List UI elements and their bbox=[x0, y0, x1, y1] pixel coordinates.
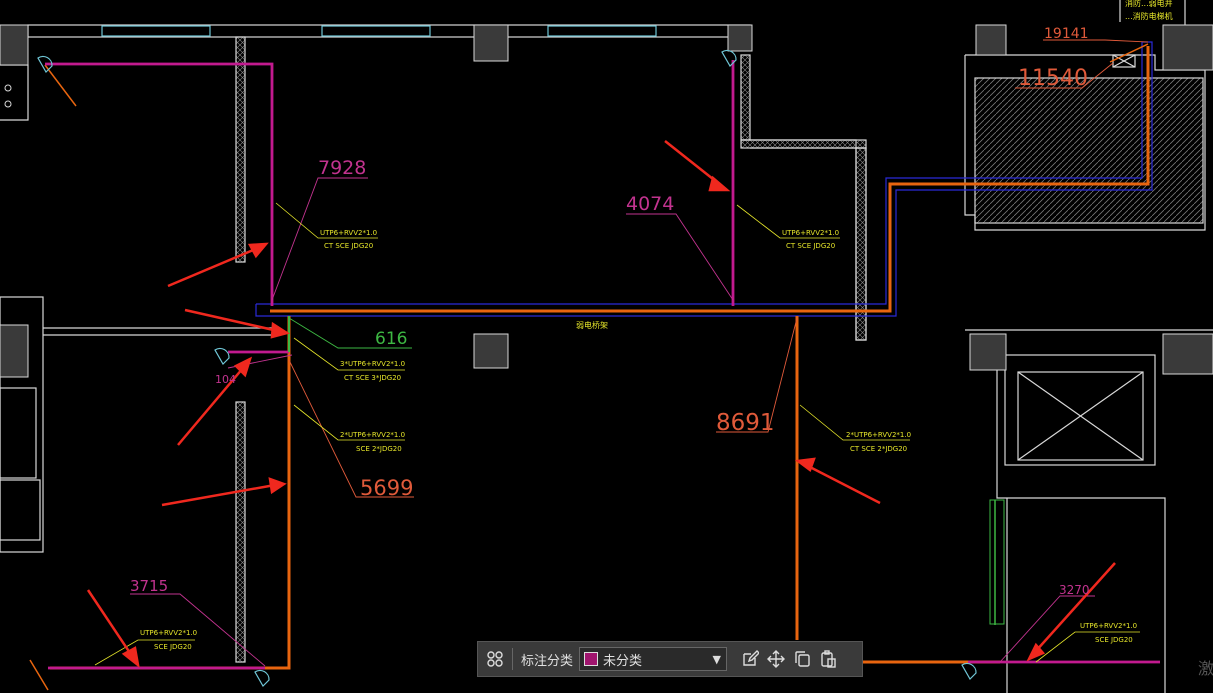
category-color-swatch bbox=[584, 652, 599, 666]
toolbar-separator bbox=[512, 648, 513, 670]
edit-icon[interactable] bbox=[737, 646, 763, 672]
annotation-category-label: 标注分类 bbox=[521, 653, 574, 669]
chevron-down-icon[interactable]: ▼ bbox=[712, 652, 722, 666]
cable-label-3b: CT SCE 3*JDG20 bbox=[344, 374, 401, 382]
cable-label-2b: CT SCE JDG20 bbox=[786, 242, 835, 250]
paste-icon[interactable] bbox=[815, 646, 841, 672]
move-icon[interactable] bbox=[763, 646, 789, 672]
cable-label-2a: UTP6+RVV2*1.0 bbox=[782, 229, 839, 237]
cable-label-6a: UTP6+RVV2*1.0 bbox=[140, 629, 197, 637]
cable-tray bbox=[255, 41, 1153, 317]
dim-5699: 5699 bbox=[360, 476, 413, 500]
magenta-cables bbox=[45, 60, 1160, 670]
dim-8691: 8691 bbox=[716, 410, 775, 436]
dim-11540: 11540 bbox=[1018, 66, 1088, 91]
dim-104: 104 bbox=[215, 373, 236, 386]
outlets bbox=[4, 84, 12, 108]
cable-label-7a: UTP6+RVV2*1.0 bbox=[1080, 622, 1137, 630]
cable-label-5a: 2*UTP6+RVV2*1.0 bbox=[846, 431, 911, 439]
cable-label-1a: UTP6+RVV2*1.0 bbox=[320, 229, 377, 237]
cable-label-6b: SCE JDG20 bbox=[154, 643, 192, 651]
category-dropdown[interactable]: 未分类 ▼ bbox=[579, 647, 728, 671]
dimension-values: 19141 11540 7928 4074 616 104 8691 5699 … bbox=[130, 26, 1090, 597]
dim-7928: 7928 bbox=[318, 157, 366, 179]
tray-label: 弱电桥架 bbox=[576, 320, 608, 330]
category-selected-value: 未分类 bbox=[603, 653, 643, 669]
annotation-arrows bbox=[86, 140, 1116, 669]
cable-label-3a: 3*UTP6+RVV2*1.0 bbox=[340, 360, 405, 368]
top-right-note-1: 消防...弱电井 bbox=[1125, 0, 1173, 8]
label-leaders bbox=[94, 202, 1140, 666]
watermark-text: 激 bbox=[1198, 659, 1213, 678]
dim-4074: 4074 bbox=[626, 193, 674, 215]
dim-616: 616 bbox=[375, 329, 407, 349]
cable-label-4a: 2*UTP6+RVV2*1.0 bbox=[340, 431, 405, 439]
leader-lines bbox=[130, 39, 1149, 667]
green-wall bbox=[989, 499, 1005, 625]
structural-columns bbox=[0, 24, 1213, 378]
copy-icon[interactable] bbox=[789, 646, 815, 672]
cable-label-5b: CT SCE 2*JDG20 bbox=[850, 445, 907, 453]
annotation-toolbar: 标注分类 未分类 ▼ bbox=[477, 641, 863, 677]
cable-spec-labels: UTP6+RVV2*1.0 CT SCE JDG20 UTP6+RVV2*1.0… bbox=[140, 0, 1173, 651]
cable-label-4b: SCE 2*JDG20 bbox=[356, 445, 402, 453]
grid-apps-icon[interactable] bbox=[482, 646, 508, 672]
dim-3270: 3270 bbox=[1059, 583, 1090, 597]
cable-label-7b: SCE JDG20 bbox=[1095, 636, 1133, 644]
cable-label-1b: CT SCE JDG20 bbox=[324, 242, 373, 250]
device-symbols bbox=[37, 49, 977, 687]
dim-3715: 3715 bbox=[130, 577, 168, 595]
dim-19141: 19141 bbox=[1044, 26, 1089, 42]
top-right-note-2: ...消防电梯机 bbox=[1125, 11, 1173, 21]
